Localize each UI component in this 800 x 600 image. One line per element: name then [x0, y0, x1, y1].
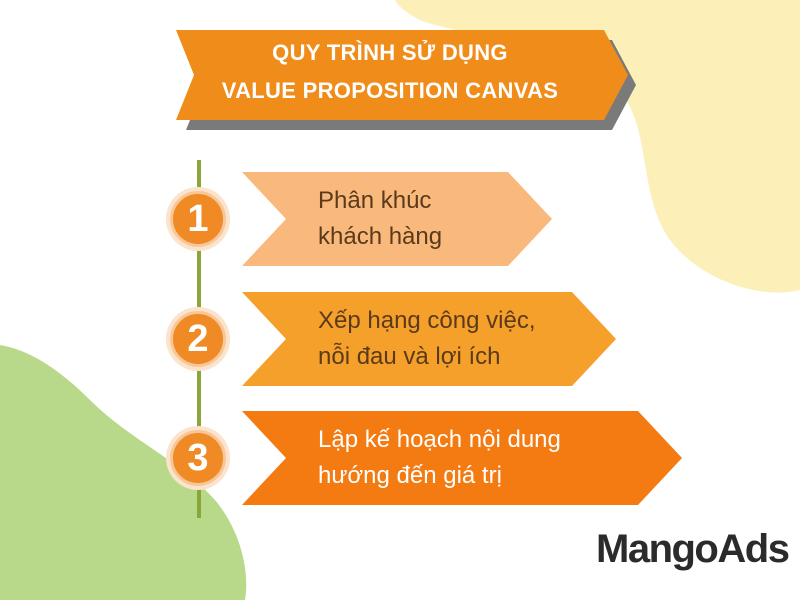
- title-line-1: QUY TRÌNH SỬ DỤNG: [272, 40, 508, 65]
- step-2-line-1: Xếp hạng công việc,: [318, 307, 536, 334]
- step-3-line-2: hướng đến giá trị: [318, 462, 502, 489]
- step-1-line-2: khách hàng: [318, 223, 443, 250]
- mangoads-logo: MangoAds: [596, 527, 790, 571]
- green-blob: [0, 345, 247, 600]
- step-1-line-1: Phân khúc: [318, 187, 432, 214]
- step-3-number-circle: 3: [170, 430, 226, 486]
- step-2-number-circle: 2: [170, 311, 226, 367]
- step-1-arrow: [242, 172, 552, 266]
- step-3-line-1: Lập kế hoạch nội dung: [318, 426, 561, 453]
- step-2-arrow: [242, 292, 616, 386]
- title-banner-shape: [176, 30, 628, 120]
- yellow-blob: [395, 0, 800, 293]
- step-1-number-circle: 1: [170, 191, 226, 247]
- step-1-text: Phân khúc khách hàng: [318, 183, 442, 255]
- step-3-arrow: [242, 411, 682, 505]
- step-2-text: Xếp hạng công việc, nỗi đau và lợi ích: [318, 303, 536, 375]
- step-3-text: Lập kế hoạch nội dung hướng đến giá trị: [318, 422, 561, 494]
- title-line-2: VALUE PROPOSITION CANVAS: [221, 78, 559, 103]
- step-2-line-2: nỗi đau và lợi ích: [318, 343, 501, 370]
